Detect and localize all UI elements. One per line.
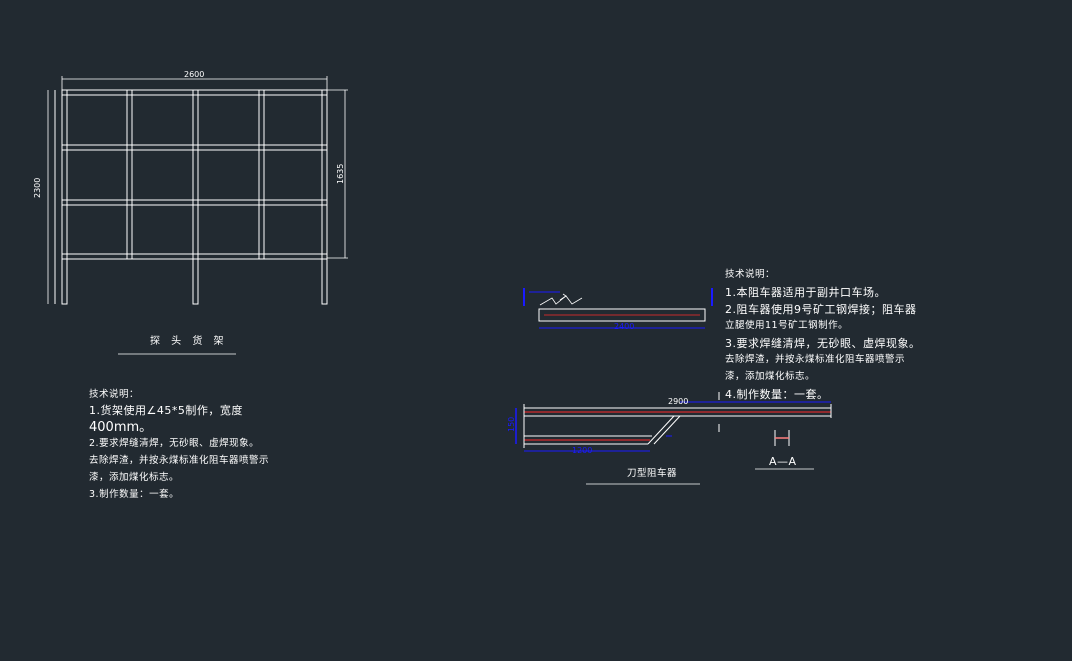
stopper-blade — [515, 392, 832, 452]
rack-note-line: 技术说明： — [89, 389, 140, 400]
section-label: A—A — [769, 455, 797, 468]
stopper-note-line: 2.阻车器使用9号矿工钢焊接；阻车器 — [725, 303, 917, 316]
stopper-note-line: 4.制作数量：一套。 — [725, 388, 829, 401]
stopper-length-dimension: 2400 — [614, 322, 635, 331]
stopper-title: 刀型阻车器 — [627, 468, 678, 479]
rack-title: 探 头 货 架 — [150, 336, 228, 347]
rack-note-line: 1.货架使用∠45*5制作，宽度 — [89, 404, 243, 417]
rack-height-dimension: 2300 — [33, 177, 42, 198]
rack-note-line: 3.制作数量：一套。 — [89, 489, 180, 500]
stopper-plan-top — [523, 288, 713, 329]
rack-width-dimension: 2600 — [184, 70, 205, 79]
stopper-note-line: 1.本阻车器适用于副井口车场。 — [725, 286, 886, 299]
stopper-note-line: 技术说明： — [725, 269, 776, 280]
stopper-bottom-dimension: 1200 — [572, 446, 593, 455]
section-a-a-ibeam — [774, 430, 790, 446]
rack-note-line: 漆，添加煤化标志。 — [89, 472, 180, 483]
stopper-note-line: 去除焊渣，并按永煤标准化阻车器喷警示 — [725, 354, 906, 365]
rack-grid-height-dimension: 1635 — [336, 163, 345, 184]
stopper-note-line: 立腿使用11号矿工钢制作。 — [725, 320, 849, 331]
rack-note-line: 2.要求焊缝清焊，无砂眼、虚焊现象。 — [89, 438, 260, 449]
rack-note-line: 去除焊渣，并按永煤标准化阻车器喷警示 — [89, 455, 270, 466]
stopper-note-line: 3.要求焊缝清焊，无砂眼、虚焊现象。 — [725, 337, 921, 350]
stopper-side-dimension: 150 — [507, 416, 516, 432]
stopper-top-dimension: 2900 — [668, 397, 689, 406]
rack-note-line: 400mm。 — [89, 420, 153, 435]
rack-elevation — [47, 76, 348, 305]
stopper-note-line: 漆，添加煤化标志。 — [725, 371, 816, 382]
